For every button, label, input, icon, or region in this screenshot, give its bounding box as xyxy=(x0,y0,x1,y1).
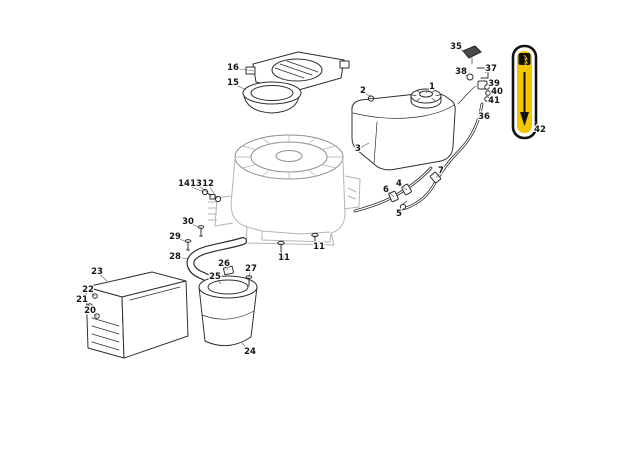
leader-line-30 xyxy=(187,221,201,229)
part-callout-28: 28 xyxy=(169,252,181,262)
leader-line-29 xyxy=(174,236,188,243)
part-callout-35: 35 xyxy=(450,42,462,52)
leader-line-27 xyxy=(248,268,252,278)
exhaust-pipe xyxy=(186,237,247,286)
part-callout-16: 16 xyxy=(227,63,239,73)
leader-line-28 xyxy=(174,256,190,260)
fuel-cap xyxy=(410,88,442,109)
engine-fittings xyxy=(201,188,222,203)
arrow-head-icon xyxy=(520,112,529,126)
leader-line-35 xyxy=(455,46,467,53)
leader-line-21 xyxy=(81,299,91,307)
part-callout-13: 13 xyxy=(190,179,202,189)
leader-line-2 xyxy=(362,90,372,98)
lightning-icon xyxy=(523,54,528,68)
part-callout-21: 21 xyxy=(76,295,88,305)
engine-mount-bolts xyxy=(277,232,319,254)
part-callout-24: 24 xyxy=(244,347,256,357)
part-callout-38: 38 xyxy=(455,67,467,77)
leader-line-16 xyxy=(232,67,255,72)
fuel-hose-long xyxy=(404,102,484,210)
leader-line-1 xyxy=(425,86,433,94)
part-callout-7: 7 xyxy=(438,166,444,176)
flange-bolts xyxy=(184,225,205,251)
part-callout-23: 23 xyxy=(91,267,103,277)
leader-line-4 xyxy=(398,183,408,191)
part-callout-37: 37 xyxy=(485,64,497,74)
leader-line-40 xyxy=(489,91,498,94)
leader-line-5 xyxy=(398,207,405,215)
part-callout-4: 4 xyxy=(396,179,402,189)
muffler-gasket-25 xyxy=(207,279,249,295)
leader-line-36 xyxy=(477,116,485,119)
leader-line-6 xyxy=(385,189,395,198)
leader-line-38 xyxy=(460,71,468,77)
leader-line-25 xyxy=(214,276,222,285)
leader-line-20 xyxy=(89,310,98,317)
part-callout-39: 39 xyxy=(488,79,500,89)
part-callout-15: 15 xyxy=(227,78,239,88)
part-callout-42: 42 xyxy=(534,125,546,135)
engine-outline xyxy=(208,134,361,246)
part-callout-14: 14 xyxy=(178,179,190,189)
tank-vent-screw xyxy=(367,95,375,102)
muffler-guard xyxy=(85,271,189,359)
leader-line-11 xyxy=(280,249,285,259)
leader-line-12 xyxy=(207,183,218,199)
fuel-valve-assembly xyxy=(457,45,491,105)
leader-line-42 xyxy=(534,120,541,131)
part-callout-22: 22 xyxy=(82,285,94,295)
part-callout-6: 6 xyxy=(383,185,389,195)
part-callout-36: 36 xyxy=(478,112,490,122)
leader-line-22 xyxy=(87,289,96,297)
part-callout-29: 29 xyxy=(169,232,181,242)
part-callout-20: 20 xyxy=(84,306,96,316)
leader-line-7 xyxy=(435,170,442,179)
part-callout-11: 11 xyxy=(313,242,325,252)
part-callout-11: 11 xyxy=(278,253,290,263)
part-callout-1: 1 xyxy=(429,82,435,92)
leader-line-23 xyxy=(96,271,108,282)
part-callout-3: 3 xyxy=(355,144,361,154)
leader-line-13 xyxy=(195,183,212,196)
part-callout-30: 30 xyxy=(182,217,194,227)
air-cleaner-base xyxy=(242,81,302,114)
part-callout-41: 41 xyxy=(488,96,500,106)
pipe-clamp-26 xyxy=(223,265,234,276)
part-callout-2: 2 xyxy=(360,86,366,96)
warning-label xyxy=(511,44,538,140)
muffler xyxy=(198,265,258,347)
leader-line-11 xyxy=(314,240,320,248)
leader-line-15 xyxy=(232,82,247,91)
part-callout-12: 12 xyxy=(202,179,214,189)
leader-line-24 xyxy=(241,342,251,353)
part-callout-26: 26 xyxy=(218,259,230,269)
fuel-line xyxy=(353,166,442,213)
part-callout-27: 27 xyxy=(245,264,257,274)
part-callout-40: 40 xyxy=(491,87,503,97)
part-callout-25: 25 xyxy=(209,272,221,282)
leader-line-37 xyxy=(484,68,492,74)
part-callout-5: 5 xyxy=(396,209,402,219)
leader-line-39 xyxy=(488,83,495,88)
leader-line-41 xyxy=(488,98,495,102)
leader-line-26 xyxy=(223,263,229,271)
leader-line-3 xyxy=(357,142,370,150)
leader-line-14 xyxy=(183,183,205,193)
